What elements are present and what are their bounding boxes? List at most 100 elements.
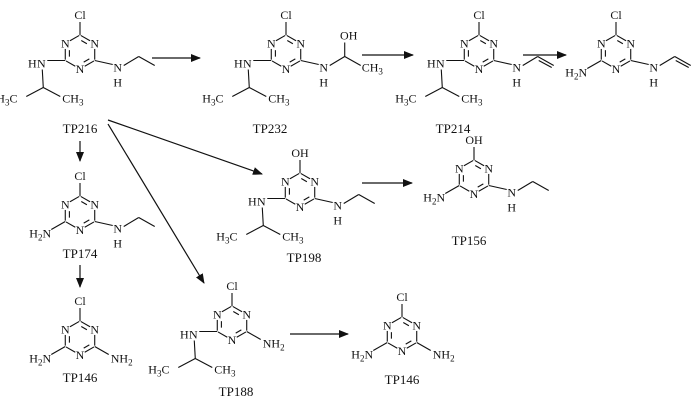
methyl-label: CH3 (362, 61, 384, 77)
amine-hydrogen: H (319, 76, 328, 90)
ring-nitrogen: N (612, 62, 621, 76)
label-tp198: TP198 (287, 250, 322, 265)
arrow-tp216-to-tp198 (107, 119, 263, 175)
bond (532, 181, 549, 191)
amine-hydrogen: H (248, 195, 257, 209)
ring-nitrogen: N (282, 62, 291, 76)
double-bond (83, 219, 90, 224)
amine-nitrogen: N (319, 61, 328, 75)
ring-nitrogen: N (296, 200, 305, 214)
ring-nitrogen: N (597, 37, 606, 51)
ring-nitrogen: N (412, 319, 421, 333)
bond (123, 56, 140, 66)
double-bond (300, 178, 308, 183)
ring-bond (84, 221, 95, 228)
bond (425, 87, 443, 97)
ring-bond (65, 60, 76, 67)
label-tp174: TP174 (63, 246, 98, 261)
bond (587, 60, 602, 69)
ring-nitrogen: N (213, 308, 222, 322)
ring-bond (286, 34, 297, 42)
bond (373, 342, 388, 351)
amine-hydrogen: H (333, 214, 342, 228)
bond (246, 225, 264, 235)
double-bond (479, 40, 487, 45)
bond (138, 217, 155, 227)
bond (630, 59, 649, 66)
amine-hydrogen: H (180, 328, 189, 342)
amine-hydrogen: H (649, 76, 658, 90)
methyl-label: CH3 (62, 92, 84, 108)
ring-bond (620, 60, 631, 67)
ring-bond (221, 305, 232, 313)
ring-nitrogen: N (455, 162, 464, 176)
bond (94, 220, 113, 227)
bond (178, 358, 196, 368)
ring-nitrogen: N (296, 37, 305, 51)
ring-nitrogen: N (90, 323, 99, 337)
ring-nitrogen: N (76, 223, 85, 237)
ring-bond (80, 320, 91, 328)
double-bond (619, 58, 626, 63)
amine-nitrogen: N (113, 222, 122, 236)
double-bond (675, 60, 689, 68)
amino-label: NH2 (263, 337, 285, 353)
amino-label: H2N (351, 348, 373, 364)
bond (261, 207, 264, 226)
label-tp188: TP188 (219, 384, 254, 399)
ring-bond (605, 34, 616, 42)
amine-nitrogen: N (257, 195, 266, 209)
ring-bond (479, 34, 490, 42)
double-bond (402, 322, 410, 327)
bond (232, 87, 250, 97)
double-bond (83, 344, 90, 349)
ring-nitrogen: N (489, 37, 498, 51)
ring-nitrogen: N (398, 344, 407, 358)
hydroxyl-label: OH (340, 29, 358, 43)
chlorine-label: Cl (610, 8, 622, 22)
ring-nitrogen: N (310, 175, 319, 189)
ring-bond (463, 159, 474, 167)
amino-label: H2N (29, 227, 51, 243)
ring-bond (300, 172, 311, 180)
label-tp146b: TP146 (385, 372, 420, 387)
ring-nitrogen: N (267, 37, 276, 51)
amine-hydrogen: H (28, 57, 37, 71)
double-bond (474, 165, 482, 170)
ring-bond (65, 346, 76, 353)
double-bond (482, 58, 489, 63)
amine-nitrogen: N (113, 61, 122, 75)
double-bond (232, 311, 240, 316)
ring-nitrogen: N (470, 187, 479, 201)
ring-nitrogen: N (460, 37, 469, 51)
ring-nitrogen: N (61, 37, 70, 51)
ring-bond (406, 342, 417, 349)
bond (43, 87, 61, 97)
double-bond (303, 196, 310, 201)
hydroxyl-label: OH (465, 133, 483, 147)
ring-nitrogen: N (475, 62, 484, 76)
methyl-label: CH3 (214, 363, 236, 379)
chlorine-label: Cl (396, 290, 408, 304)
bond (195, 358, 213, 368)
ring-nitrogen: N (626, 37, 635, 51)
amine-nitrogen: N (507, 186, 516, 200)
molecules-layer: NNNClNHCH3H3CNHNNNClNHCH3H3CNHOHCH3NNNCl… (0, 8, 691, 399)
ring-bond (275, 34, 286, 42)
double-bond (616, 40, 624, 45)
ring-nitrogen: N (228, 333, 237, 347)
ring-bond (289, 172, 300, 180)
bond (263, 225, 281, 235)
methyl-label: CH3 (268, 92, 290, 108)
chlorine-label: Cl (74, 169, 86, 183)
bond (94, 59, 113, 66)
ring-bond (80, 34, 91, 42)
